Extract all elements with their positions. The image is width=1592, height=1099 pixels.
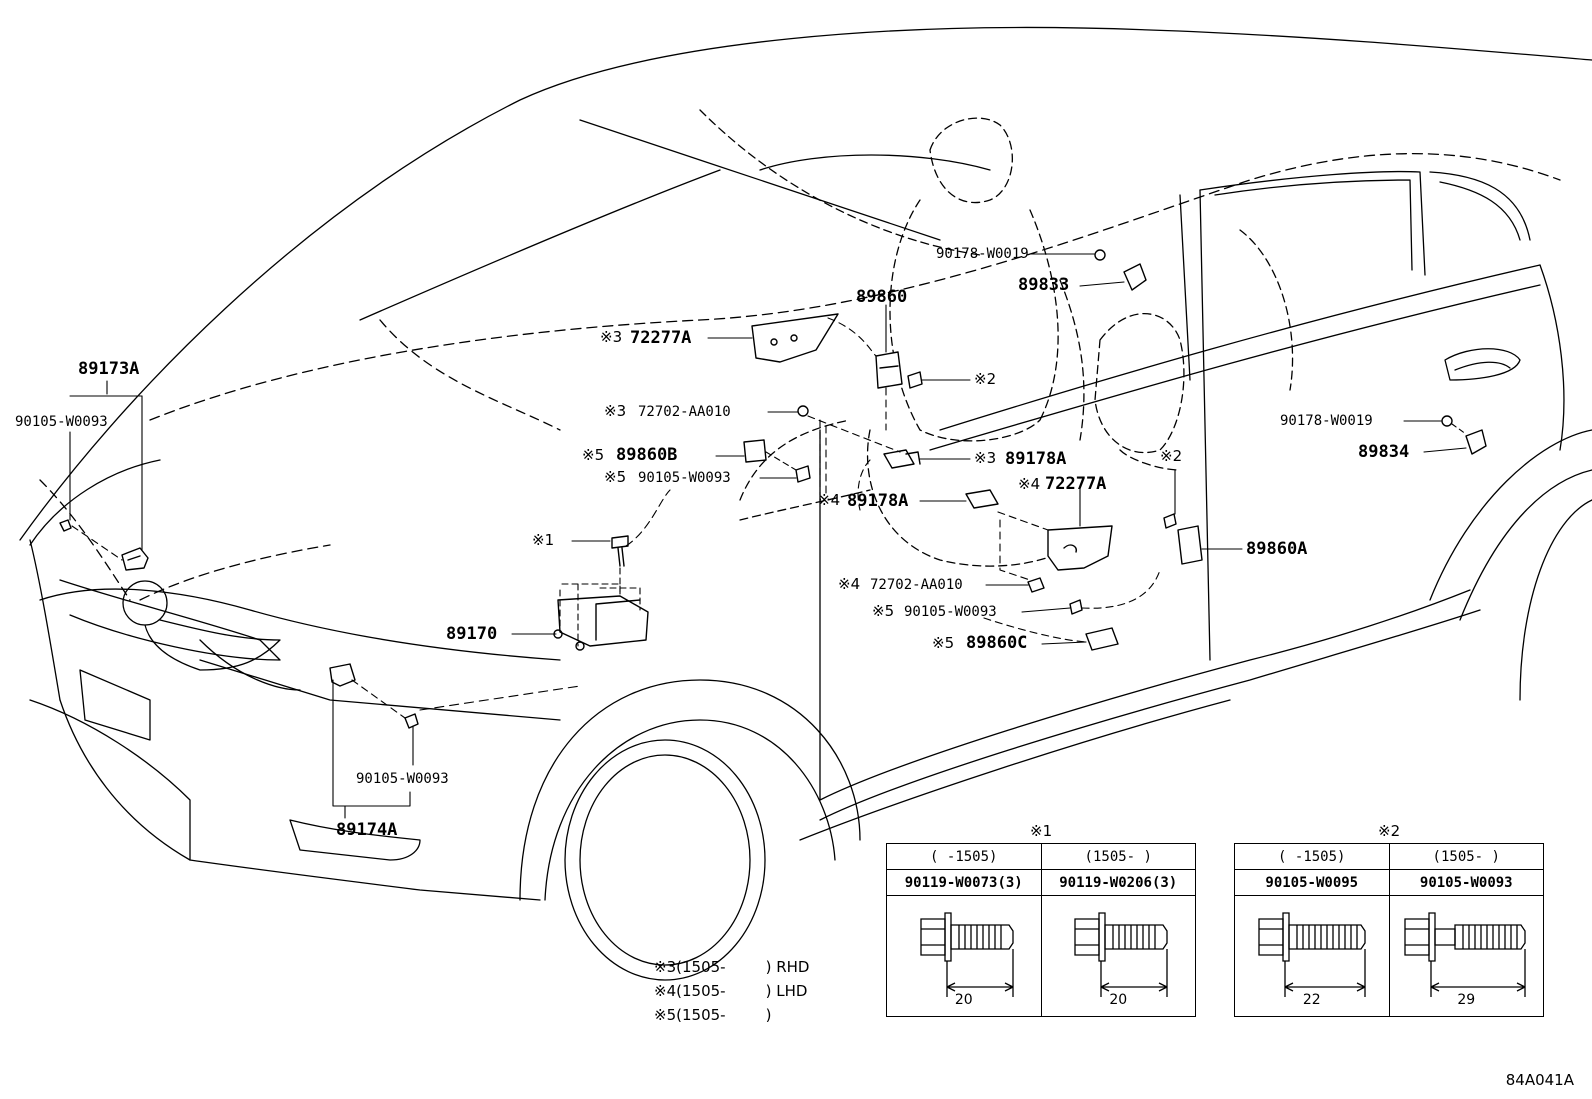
table-1-date-col2: (1505- ) <box>1040 843 1196 870</box>
note-mark-5-bolt-low: ※5 <box>872 602 895 620</box>
table-1-part-col1: 90119-W0073(3) <box>886 869 1042 896</box>
label-72277A-lower: 72277A <box>1045 474 1107 494</box>
table-2-part-col2: 90105-W0093 <box>1388 869 1544 896</box>
table-1-bolt-cell-2: 20 <box>1040 895 1196 1017</box>
note-mark-4-clip: ※4 <box>838 575 861 593</box>
bolt-table-1: ( -1505) (1505- ) 90119-W0073(3) 90119-W… <box>886 843 1196 1017</box>
headlamp <box>122 580 281 671</box>
table-2-bolt-cell-2: 29 <box>1388 895 1544 1017</box>
legend-close: ) <box>765 958 772 976</box>
label-72702-AA010-upper: 72702-AA010 <box>638 404 731 420</box>
label-90105-W0093-mid: 90105-W0093 <box>638 470 731 486</box>
label-89860C: 89860C <box>966 633 1028 653</box>
legend-range: (1505- <box>676 982 726 1000</box>
label-89860A: 89860A <box>1246 539 1308 559</box>
table-1-length-col1: 20 <box>954 992 973 1008</box>
table-1-date-col1: ( -1505) <box>886 843 1042 870</box>
note-mark-3-89178A: ※3 <box>974 449 997 467</box>
flange-bolt-icon <box>1258 912 1366 997</box>
table-2-bolt-cell-1: 22 <box>1234 895 1390 1017</box>
label-89170: 89170 <box>446 624 498 644</box>
front-wheel <box>519 679 861 981</box>
legend-row: ※4(1505-) LHD <box>654 984 807 999</box>
legend-mark: ※3 <box>654 958 677 976</box>
legend-mark: ※4 <box>654 982 677 1000</box>
flange-bolt-icon <box>1404 912 1526 997</box>
note-mark-4-lower-bracket: ※4 <box>1018 475 1041 493</box>
note-mark-4-89178A: ※4 <box>818 491 841 509</box>
label-89860: 89860 <box>856 287 908 307</box>
flange-bolt-icon <box>920 912 1014 997</box>
legend-row: ※3(1505-) RHD <box>654 960 809 975</box>
legend-side: LHD <box>776 982 808 1000</box>
table-2-date-col2: (1505- ) <box>1388 843 1544 870</box>
label-90105-W0093-low: 90105-W0093 <box>904 604 997 620</box>
leader-lines <box>69 253 1467 819</box>
table-1-part-col2: 90119-W0206(3) <box>1040 869 1196 896</box>
table-2-part-col1: 90105-W0095 <box>1234 869 1390 896</box>
legend-mark: ※5 <box>654 1006 677 1024</box>
label-90178-W0019-upper: 90178-W0019 <box>936 246 1029 262</box>
label-89860B: 89860B <box>616 445 678 465</box>
car-body-outline <box>19 26 1592 901</box>
label-90105-W0093-left: 90105-W0093 <box>15 414 108 430</box>
label-89833: 89833 <box>1018 275 1070 295</box>
note-mark-3-clip: ※3 <box>604 402 627 420</box>
legend-side: RHD <box>776 958 810 976</box>
bolt-table-2: ( -1505) (1505- ) 90105-W0095 90105-W009… <box>1234 843 1544 1017</box>
legend-row: ※5(1505-) <box>654 1008 771 1023</box>
label-89178A-right: 89178A <box>1005 449 1067 469</box>
diagram-code: 84A041A <box>1505 1071 1574 1089</box>
note-mark-1: ※1 <box>532 531 555 549</box>
note-mark-3-upper-bracket: ※3 <box>600 328 623 346</box>
table-1-length-col2: 20 <box>1109 992 1128 1008</box>
label-90178-W0019-right: 90178-W0019 <box>1280 413 1373 429</box>
label-89174A: 89174A <box>336 820 398 840</box>
legend-range: (1505- <box>676 958 726 976</box>
table-1-title: ※1 <box>1030 822 1053 840</box>
label-90105-W0093-front: 90105-W0093 <box>356 771 449 787</box>
label-89173A: 89173A <box>78 359 140 379</box>
table-1-bolt-cell-1: 20 <box>886 895 1042 1017</box>
note-mark-2-right: ※2 <box>1160 447 1183 465</box>
flange-bolt-icon <box>1074 912 1168 997</box>
parts <box>59 249 1487 729</box>
table-2-date-col1: ( -1505) <box>1234 843 1390 870</box>
label-72277A-upper: 72277A <box>630 328 692 348</box>
legend-close: ) <box>765 1006 772 1024</box>
label-89178A-left: 89178A <box>847 491 909 511</box>
note-mark-5-bolt-mid: ※5 <box>604 468 627 486</box>
label-89834: 89834 <box>1358 442 1410 462</box>
table-2-title: ※2 <box>1378 822 1401 840</box>
table-2-length-col2: 29 <box>1457 992 1476 1008</box>
note-mark-2-upper: ※2 <box>974 370 997 388</box>
label-72702-AA010-lower: 72702-AA010 <box>870 577 963 593</box>
note-mark-5-89860C: ※5 <box>932 634 955 652</box>
table-2-length-col1: 22 <box>1302 992 1321 1008</box>
rear-wheel <box>1429 429 1592 701</box>
legend-range: (1505- <box>676 1006 726 1024</box>
note-mark-5-89860B: ※5 <box>582 446 605 464</box>
legend-close: ) <box>765 982 772 1000</box>
